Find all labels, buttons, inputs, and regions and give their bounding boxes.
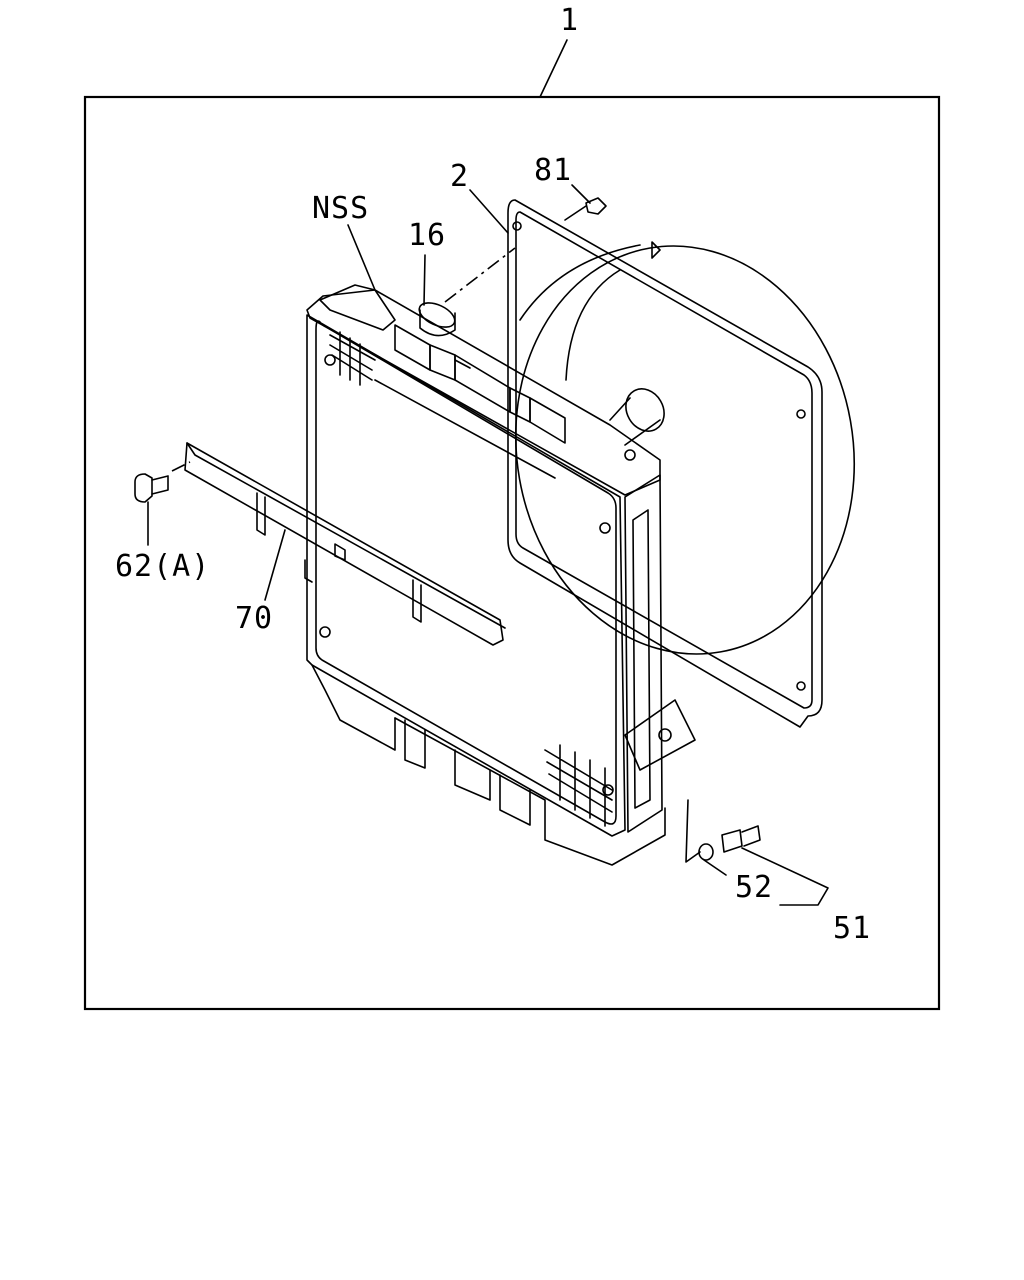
radiator-cap	[418, 302, 456, 337]
flange-nut	[564, 197, 607, 221]
nss-part	[319, 284, 396, 331]
leader-lines	[147, 39, 829, 906]
hex-bolt	[134, 461, 191, 503]
radiator-core	[306, 289, 696, 866]
diagram-frame	[83, 95, 941, 1011]
callout-62a: 62(A)	[115, 549, 210, 584]
fan-shroud	[507, 199, 856, 728]
callout-81: 81	[534, 153, 572, 188]
callout-51: 51	[833, 911, 871, 946]
callout-2: 2	[450, 159, 469, 194]
cap-alignment-line	[444, 247, 516, 303]
callout-16: 16	[408, 218, 446, 253]
callout-70: 70	[235, 601, 273, 636]
callout-1: 1	[560, 3, 579, 38]
callout-52: 52	[735, 870, 773, 905]
mounting-bracket	[184, 442, 506, 646]
callout-nss: NSS	[312, 191, 369, 226]
drain-cock-washer	[685, 799, 761, 863]
